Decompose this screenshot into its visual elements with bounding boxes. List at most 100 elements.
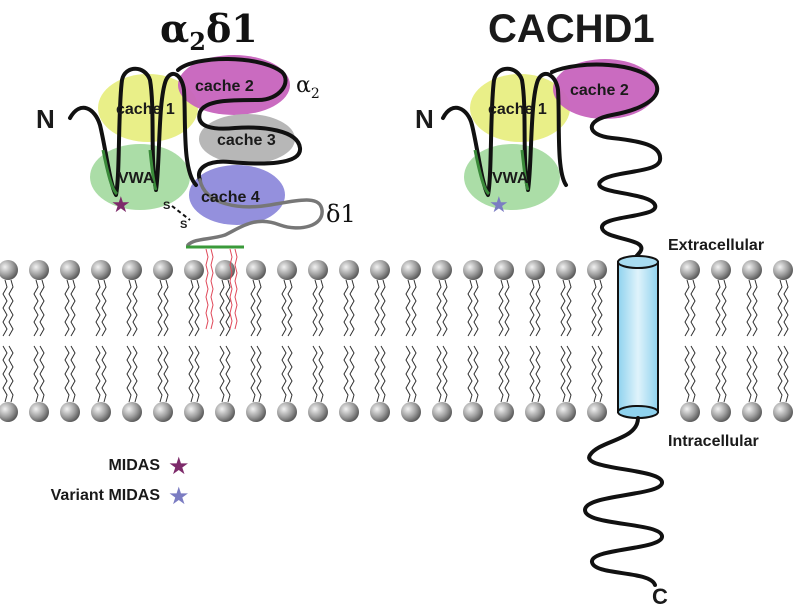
lipid-tail [33, 345, 39, 403]
lipid-tail [8, 279, 14, 337]
lipid-tail [783, 279, 789, 337]
lipid-tail [250, 279, 256, 337]
lipid-tail [132, 279, 138, 337]
polypeptide-chain-left [68, 66, 198, 197]
lipid-head-inner [370, 402, 390, 422]
legend: MIDAS ★ Variant MIDAS ★ [51, 452, 190, 510]
lipid-head-outer [246, 260, 266, 280]
lipid-tail [752, 345, 758, 403]
lipid-tail [411, 279, 417, 337]
lipid-tail [188, 345, 194, 403]
lipid-head-inner [29, 402, 49, 422]
lipid-tail [405, 345, 411, 403]
lipid-head-outer [277, 260, 297, 280]
lipid-tail [436, 279, 442, 337]
lipid-tail [8, 345, 14, 403]
lipid-tail [504, 345, 510, 403]
vwa-strand-right-2 [520, 149, 530, 191]
lipid-tail [752, 279, 758, 337]
lipid-tail [163, 279, 169, 337]
lipid-tail [64, 345, 70, 403]
lipid-tail [684, 345, 690, 403]
lipid-head-outer [556, 260, 576, 280]
lipid-head-inner [494, 402, 514, 422]
lipid-tail [777, 279, 783, 337]
lipid-tail [783, 345, 789, 403]
lipid-head-outer [29, 260, 49, 280]
lipid-tail [467, 279, 473, 337]
lipid-tail [70, 345, 76, 403]
lipid-head-inner [773, 402, 793, 422]
delta1-label: δ1 [326, 200, 356, 228]
delta1-chain [186, 178, 324, 247]
vwa-strand-left [101, 149, 119, 196]
lipid-tail [101, 345, 107, 403]
lipid-tail [318, 279, 324, 337]
lipid-tail [281, 279, 287, 337]
alpha2-chain [176, 57, 302, 182]
domain-cache3-left [199, 114, 295, 164]
lipid-head-outer [122, 260, 142, 280]
lipid-tail [442, 279, 448, 337]
lipid-tail [566, 279, 572, 337]
lipid-tail [690, 279, 696, 337]
lipid-tail [715, 279, 721, 337]
lipid-head-outer [494, 260, 514, 280]
cachd1-protein: ★ N C cache 1 cache 2 VWA [415, 59, 668, 609]
lipid-tail [498, 279, 504, 337]
lipid-tail [597, 279, 603, 337]
lipid-tail [746, 279, 752, 337]
label-cache2-left: cache 2 [195, 78, 254, 95]
lipid-head-outer [215, 260, 235, 280]
lipid-head-inner [60, 402, 80, 422]
lipid-tail [597, 345, 603, 403]
lipid-tail [343, 279, 349, 337]
lipid-tail [95, 345, 101, 403]
lipid-tail [349, 279, 355, 337]
lipid-tail [529, 279, 535, 337]
lipid-tail [560, 345, 566, 403]
lipid-tail [436, 345, 442, 403]
cachd1-c-tail [582, 416, 664, 587]
lipid-tail [126, 279, 132, 337]
lipid-tail [591, 345, 597, 403]
lipid-head-inner [556, 402, 576, 422]
lipid-tail [2, 279, 8, 337]
lipid-tail [591, 279, 597, 337]
lipid-tail [715, 345, 721, 403]
label-cache4-left: cache 4 [201, 189, 260, 206]
lipid-head-outer [587, 260, 607, 280]
lipid-tail [64, 279, 70, 337]
lipid-tail [132, 345, 138, 403]
legend-midas-label: MIDAS [108, 457, 160, 474]
lipid-head-inner [339, 402, 359, 422]
lipid-tail [281, 345, 287, 403]
cachd1-stalk [550, 62, 663, 264]
lipid-head-inner [153, 402, 173, 422]
lipid-head-outer [60, 260, 80, 280]
disulfide-s2: S [180, 219, 187, 231]
lipid-tail [188, 279, 194, 337]
label-cache1-left: cache 1 [116, 101, 175, 118]
lipid-tail [473, 345, 479, 403]
lipid-tail [163, 345, 169, 403]
label-vwa-left: VWA [118, 170, 155, 187]
alpha2-label: α2 [296, 73, 320, 102]
lipid-head-inner [711, 402, 731, 422]
lipid-tail [194, 279, 200, 337]
lipid-head-outer [184, 260, 204, 280]
lipid-tail [250, 345, 256, 403]
lipid-tail [349, 345, 355, 403]
lipid-head-outer [432, 260, 452, 280]
lipid-head-inner [680, 402, 700, 422]
lipid-tail [287, 345, 293, 403]
lipid-head-outer [742, 260, 762, 280]
lipid-head-inner [432, 402, 452, 422]
domain-cache4-left [189, 165, 285, 225]
lipid-tail [312, 279, 318, 337]
lipid-tail [405, 279, 411, 337]
lipid-tail [33, 279, 39, 337]
lipid-head-outer [525, 260, 545, 280]
legend-variant-midas-star: ★ [168, 482, 190, 510]
lipid-tail [70, 279, 76, 337]
